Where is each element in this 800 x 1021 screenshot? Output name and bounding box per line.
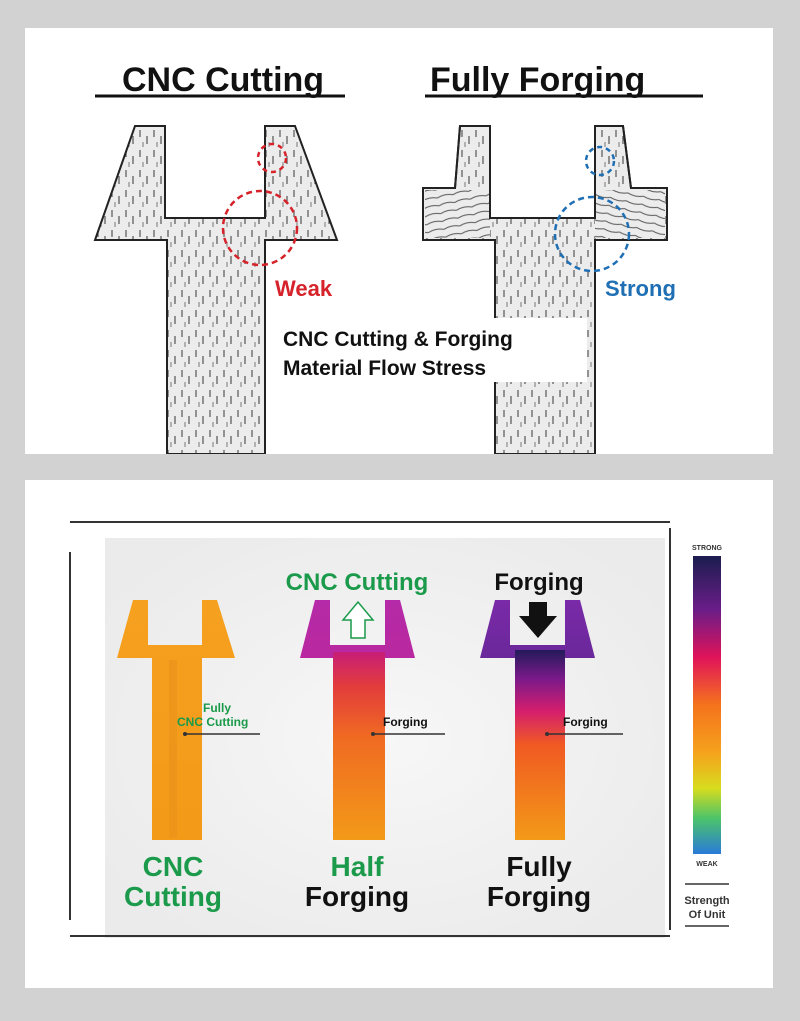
strength-scale-bar bbox=[693, 556, 721, 854]
heading-cnc-cutting: CNC Cutting bbox=[122, 61, 324, 99]
pointer-text-fully: Fully bbox=[203, 701, 231, 715]
pointer-text-fully-forging: Forging bbox=[563, 715, 608, 729]
forged-flange-right-grain bbox=[595, 190, 665, 238]
caption-line-1: CNC Cutting & Forging bbox=[283, 328, 513, 351]
strength-heatmap-diagram: Fully CNC Cutting CNC Cutting CNC Cuttin… bbox=[69, 521, 730, 938]
part-label-forging-2: Forging bbox=[305, 881, 409, 912]
caption-line-2: Material Flow Stress bbox=[283, 357, 486, 380]
part-label-half: Half bbox=[331, 851, 385, 882]
arrow-up-outline-icon bbox=[341, 600, 375, 639]
pointer-dot-full bbox=[545, 732, 549, 736]
weak-circle-large bbox=[221, 189, 299, 267]
cnc-cut-part bbox=[93, 125, 339, 454]
part-label-cutting: Cutting bbox=[124, 881, 222, 912]
arrow-down-solid-icon bbox=[519, 602, 557, 638]
strong-circle-large bbox=[553, 195, 631, 273]
caption-backdrop bbox=[277, 318, 587, 382]
pointer-text-half-forging: Forging bbox=[383, 715, 428, 729]
weak-label: Weak bbox=[275, 276, 333, 301]
weak-circle-small bbox=[256, 142, 288, 174]
grain-flow-diagram: CNC Cutting Fully Forging Weak Strong CN… bbox=[93, 61, 703, 454]
part-half-forging-stem bbox=[333, 652, 385, 840]
strong-circle-small bbox=[584, 145, 616, 177]
part-fully-forging-stem bbox=[515, 650, 565, 840]
strong-label: Strong bbox=[605, 276, 676, 301]
part-label-forging-3: Forging bbox=[487, 881, 591, 912]
top-label-forging: Forging bbox=[494, 569, 583, 596]
scale-weak-label: WEAK bbox=[696, 861, 717, 868]
top-label-cnc-cutting: CNC Cutting bbox=[286, 569, 429, 596]
pointer-dot-cnc bbox=[183, 732, 187, 736]
forged-flange-left-grain bbox=[425, 190, 490, 238]
scale-strong-label: STRONG bbox=[692, 545, 723, 552]
pointer-dot-half bbox=[371, 732, 375, 736]
part-label-cnc: CNC bbox=[143, 851, 204, 882]
scale-caption-strength: Strength bbox=[684, 895, 730, 907]
grain-flow-panel: CNC Cutting Fully Forging Weak Strong CN… bbox=[25, 28, 773, 454]
strength-comparison-panel: Fully CNC Cutting CNC Cutting CNC Cuttin… bbox=[25, 480, 773, 988]
part-label-fully: Fully bbox=[506, 851, 572, 882]
heading-fully-forging: Fully Forging bbox=[430, 61, 645, 99]
scale-caption-of-unit: Of Unit bbox=[689, 909, 726, 921]
pointer-text-cnc-cutting: CNC Cutting bbox=[177, 715, 248, 729]
